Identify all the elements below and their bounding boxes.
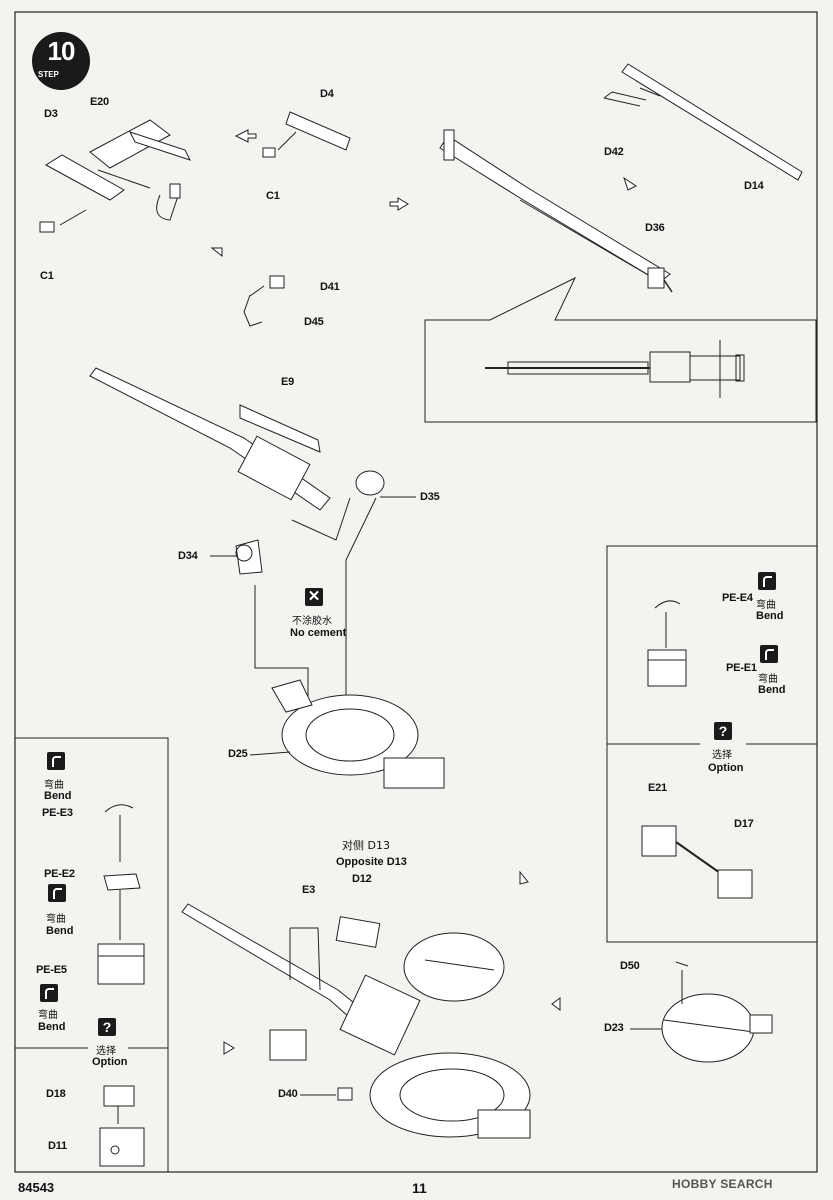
option-en: Option xyxy=(708,762,744,774)
question-icon: ? xyxy=(714,722,732,740)
lid-d23 xyxy=(630,961,773,1063)
part-label-d41: D41 xyxy=(320,281,340,293)
bend-en: Bend xyxy=(38,1021,66,1033)
part-label-d25: D25 xyxy=(228,748,248,760)
no-cement-icon: ✕ xyxy=(305,588,323,606)
part-label-d40: D40 xyxy=(278,1088,298,1100)
bend-icon xyxy=(47,752,65,770)
gun-assembly-center xyxy=(89,367,416,702)
bend-en: Bend xyxy=(758,684,786,696)
bend-en: Bend xyxy=(46,925,74,937)
bend-en: Bend xyxy=(756,610,784,622)
question-icon: ? xyxy=(98,1018,116,1036)
detail-callout xyxy=(424,276,817,423)
part-label-d18: D18 xyxy=(46,1088,66,1100)
no-cement-cn: 不涂胶水 xyxy=(292,616,332,627)
bend-icon xyxy=(48,884,66,902)
part-label-pe-e3: PE-E3 xyxy=(42,807,73,819)
part-label-d13-cn: 对侧 D13 xyxy=(342,839,390,852)
barrel-d14 xyxy=(603,63,803,181)
option-cn: 选择 xyxy=(96,1046,116,1057)
part-label-d3: D3 xyxy=(44,108,58,120)
watermark: HOBBY SEARCH xyxy=(672,1177,773,1191)
part-label-d12: D12 xyxy=(352,873,372,885)
step-word: STEP xyxy=(38,70,59,79)
bend-en: Bend xyxy=(44,790,72,802)
product-code: 84543 xyxy=(18,1180,55,1195)
step-number: 10 xyxy=(47,36,76,66)
pe-panel-left xyxy=(14,737,169,1173)
bend-icon xyxy=(760,645,778,663)
bend-cn: 弯曲 xyxy=(46,914,66,925)
part-label-pe-e2: PE-E2 xyxy=(44,868,75,880)
part-label-d14: D14 xyxy=(744,180,764,192)
ring-mount-d25 xyxy=(249,679,445,789)
part-label-d45: D45 xyxy=(304,316,324,328)
part-label-d36: D36 xyxy=(645,222,665,234)
part-label-e20: E20 xyxy=(90,96,109,108)
mount-subassembly xyxy=(39,111,351,327)
part-label-d50: D50 xyxy=(620,960,640,972)
bend-cn: 弯曲 xyxy=(44,780,64,791)
option-cn: 选择 xyxy=(712,750,732,761)
part-label-c1-left: C1 xyxy=(40,270,54,282)
part-label-pe-e5: PE-E5 xyxy=(36,964,67,976)
page-number: 11 xyxy=(412,1180,427,1196)
option-en: Option xyxy=(92,1056,128,1068)
no-cement-en: No cement xyxy=(290,627,347,639)
pe-panel-right xyxy=(606,545,818,943)
part-label-e3: E3 xyxy=(302,884,316,896)
part-label-pe-e4: PE-E4 xyxy=(722,592,753,604)
part-label-e9: E9 xyxy=(281,376,295,388)
part-label-d17: D17 xyxy=(734,818,754,830)
part-label-d35: D35 xyxy=(420,491,440,503)
part-label-pe-e1: PE-E1 xyxy=(726,662,757,674)
bend-icon xyxy=(758,572,776,590)
gun-body-top xyxy=(439,129,673,293)
part-label-d11: D11 xyxy=(48,1140,67,1152)
part-label-d23: D23 xyxy=(604,1022,624,1034)
step-badge: 10 STEP xyxy=(32,32,90,90)
part-label-c1-mid: C1 xyxy=(266,190,280,202)
bend-cn: 弯曲 xyxy=(758,674,778,685)
gun-assembly-bottom xyxy=(181,903,531,1139)
bend-cn: 弯曲 xyxy=(38,1010,58,1021)
bend-cn: 弯曲 xyxy=(756,600,776,611)
part-label-d34: D34 xyxy=(178,550,198,562)
part-label-d13-en: Opposite D13 xyxy=(336,856,407,868)
part-label-d4: D4 xyxy=(320,88,334,100)
flow-arrows xyxy=(210,129,637,1055)
part-label-d42: D42 xyxy=(604,146,624,158)
bend-icon xyxy=(40,984,58,1002)
part-label-e21: E21 xyxy=(648,782,667,794)
